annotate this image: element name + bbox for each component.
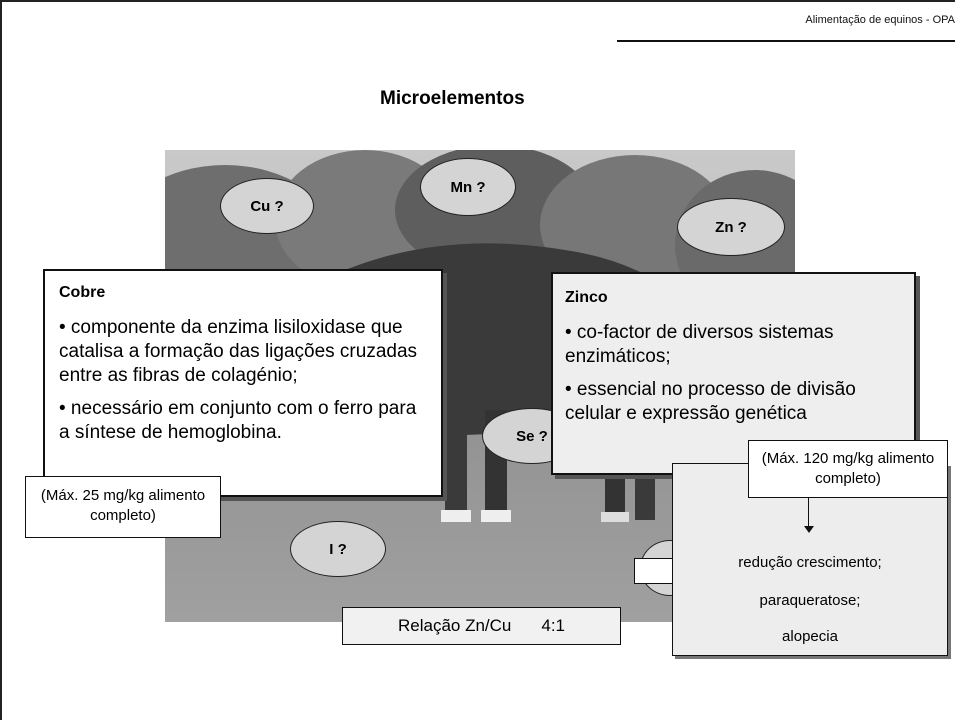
zinco-point-1: • co-factor de diversos sistemas enzimát… — [565, 322, 834, 367]
effect-item: alopecia — [782, 628, 838, 645]
ratio-value: 4:1 — [541, 616, 566, 635]
zn-cu-ratio-box: Relação Zn/Cu 4:1 — [342, 607, 621, 645]
cobre-limit-note: (Máx. 25 mg/kg alimento completo) — [25, 476, 221, 538]
i-bubble: I ? — [290, 521, 386, 577]
down-arrow-icon — [808, 498, 809, 528]
mn-bubble: Mn ? — [420, 158, 516, 216]
cobre-point-2: • necessário em conjunto com o ferro par… — [59, 398, 417, 443]
ratio-label: Relação Zn/Cu — [397, 616, 512, 635]
effect-item: redução crescimento; — [738, 554, 882, 571]
zinco-title: Zinco — [565, 289, 608, 306]
zinco-limit-note: (Máx. 120 mg/kg alimento completo) — [748, 440, 948, 498]
zinco-point-2: • essencial no processo de divisão celul… — [565, 379, 856, 424]
effect-item: paraqueratose; — [759, 592, 861, 609]
header-text: Alimentação de equinos - OPA — [805, 14, 955, 26]
cobre-title: Cobre — [59, 284, 106, 301]
cobre-box: Cobre • componente da enzima lisiloxidas… — [43, 269, 443, 497]
arrowhead-icon — [804, 526, 814, 533]
header-rule — [617, 40, 955, 42]
slide-title: Microelementos — [380, 88, 525, 109]
zn-bubble: Zn ? — [677, 198, 785, 256]
cobre-point-1: • componente da enzima lisiloxidase que … — [59, 317, 418, 386]
partial-box — [634, 558, 676, 584]
cu-bubble: Cu ? — [220, 178, 314, 234]
